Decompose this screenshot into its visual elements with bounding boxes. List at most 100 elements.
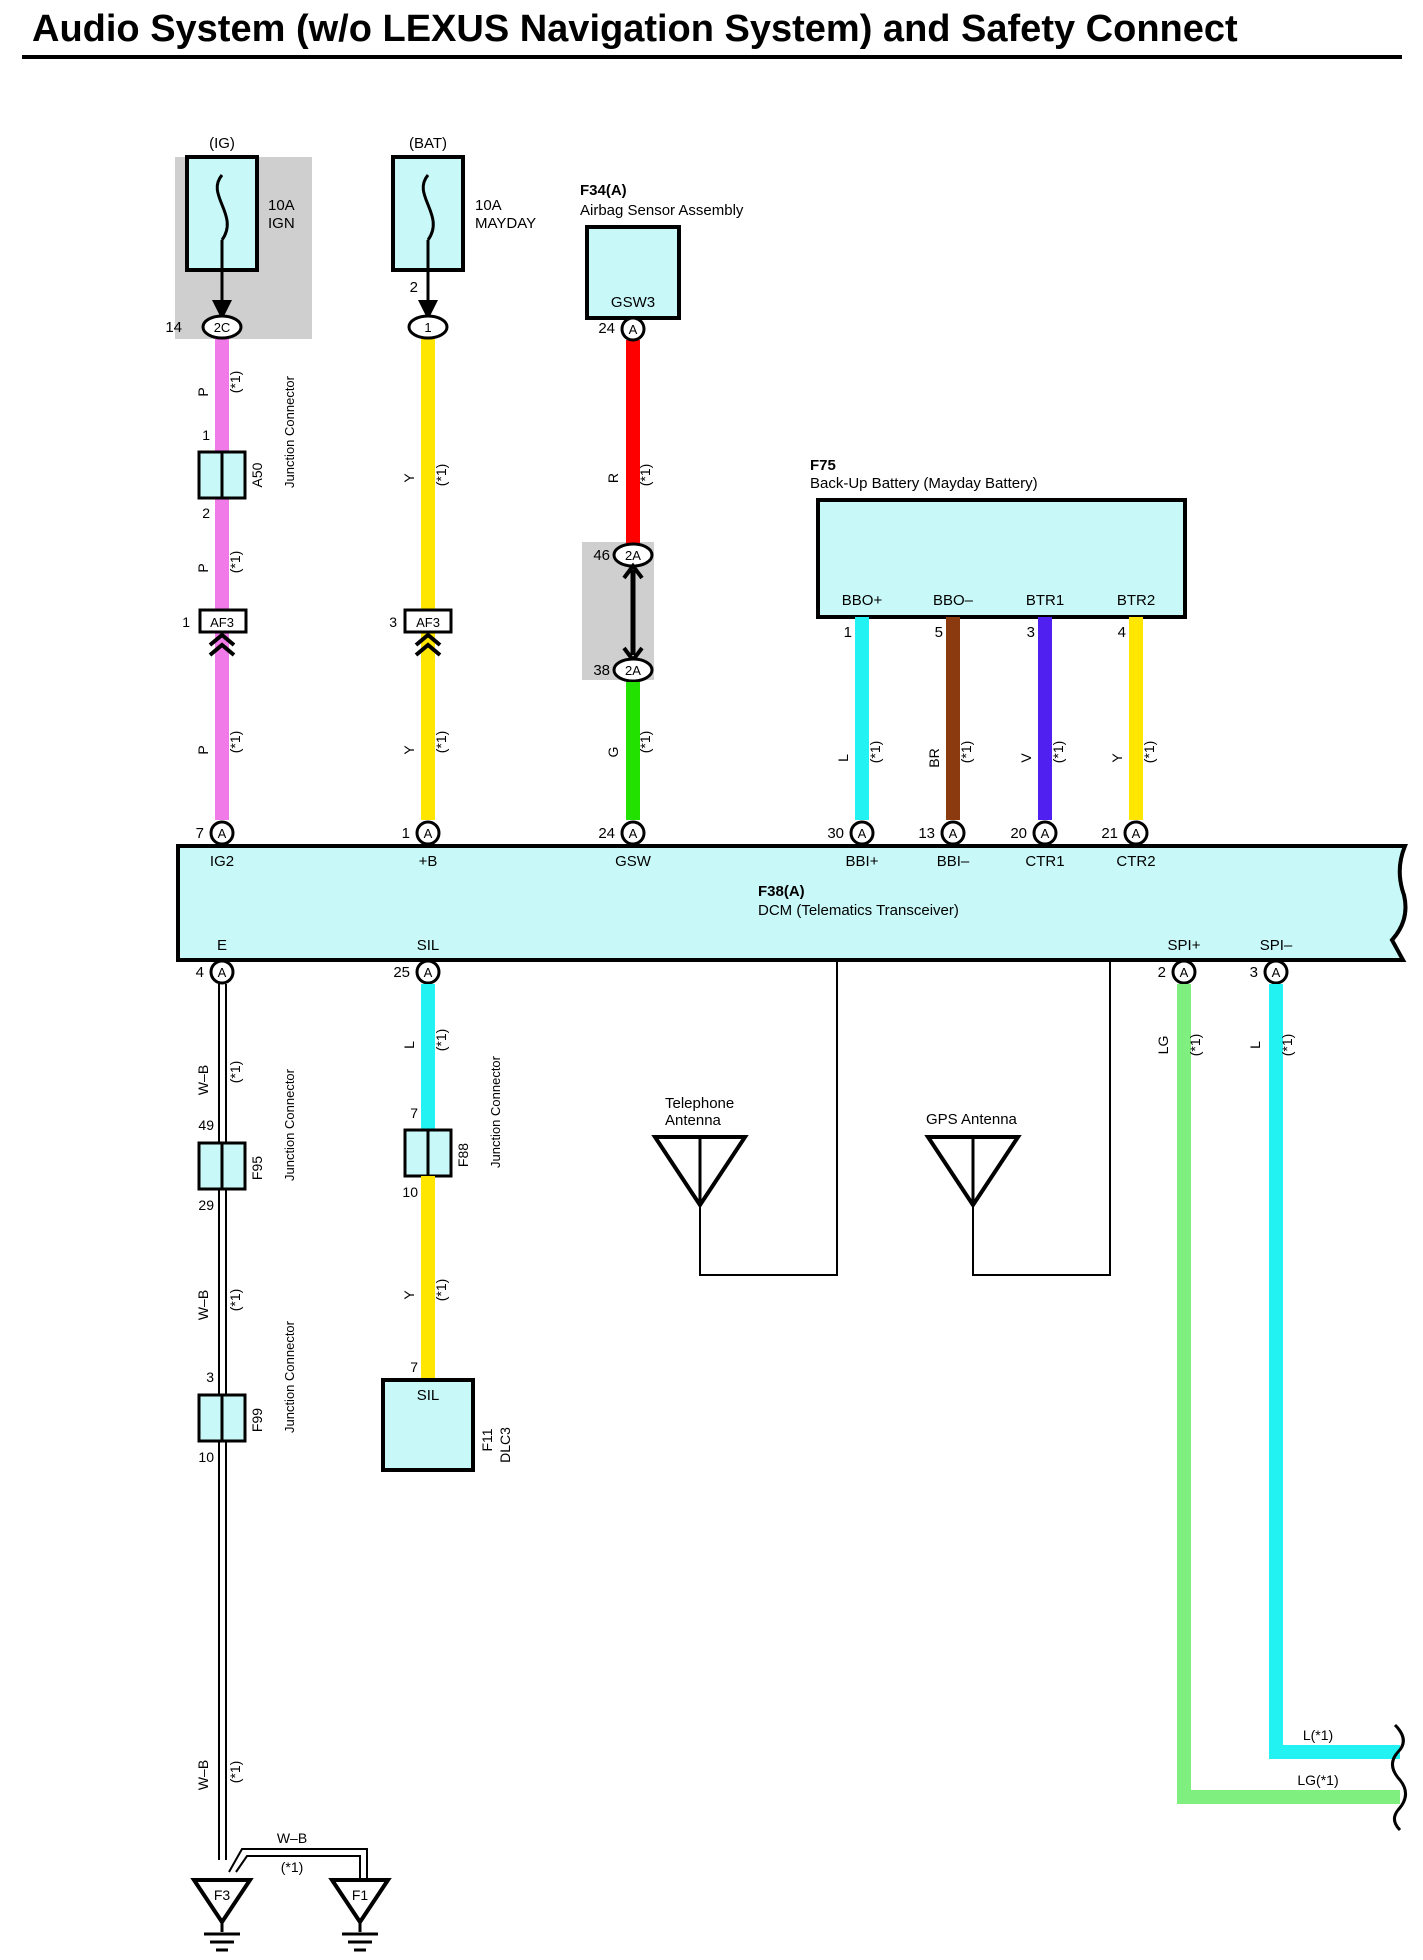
dcm-top-term-6-ring — [1032, 820, 1058, 846]
ground-wire-note: (*1) — [281, 1859, 304, 1875]
airbag-terminal: GSW3 — [611, 294, 655, 311]
dcm-top-term-7-label: A — [1132, 826, 1141, 841]
dcm-bottom-pin-1: 4 — [196, 964, 204, 981]
dcm-top-terminal-4: BBI+ — [846, 853, 879, 870]
dcm-top-term-4-ring — [849, 820, 875, 846]
wb-label-2: W–B — [195, 1290, 211, 1320]
f11-code: F11 — [479, 1428, 495, 1451]
battery-pin-1: 1 — [844, 624, 852, 641]
title-underline — [22, 55, 1402, 59]
bat-source-label: (BAT) — [409, 135, 447, 152]
wb-note-3: (*1) — [227, 1761, 243, 1784]
spi-minus-wire — [1269, 984, 1400, 1759]
af3-p-chevron — [208, 632, 236, 657]
battery-code: F75 — [810, 457, 836, 474]
telephone-antenna-label-2: Antenna — [665, 1112, 722, 1129]
ig-fuse-arrow — [212, 300, 232, 320]
dcm-top-term-1-label: A — [218, 826, 227, 841]
battery-terminal-4: BTR2 — [1117, 592, 1155, 609]
dcm-top-terminal-1: IG2 — [210, 853, 234, 870]
f95-code: F95 — [249, 1156, 265, 1180]
yellow-note-2: (*1) — [433, 731, 449, 754]
ig-fuse-name: IGN — [268, 215, 295, 232]
f11-name: DLC3 — [497, 1427, 513, 1463]
bat-conn-1-oval — [407, 314, 449, 340]
bat-pin-top: 2 — [410, 279, 418, 296]
page-title: Audio System (w/o LEXUS Navigation Syste… — [32, 8, 1238, 50]
dcm-bottom-terminal-1: E — [217, 937, 227, 954]
wb-label-3: W–B — [195, 1760, 211, 1790]
wb-note-2: (*1) — [227, 1289, 243, 1312]
battery-pin-3: 3 — [1027, 624, 1035, 641]
airbag-pin: 24 — [598, 320, 615, 337]
dcm-top-term-5-ring — [940, 820, 966, 846]
conn-2a-pin-top: 46 — [593, 547, 610, 564]
f11-pin: 7 — [410, 1359, 418, 1375]
battery-name: Back-Up Battery (Mayday Battery) — [810, 475, 1038, 492]
sil-y-note: (*1) — [433, 1279, 449, 1302]
pink-label-3: P — [195, 745, 211, 754]
af3-y-pin: 3 — [389, 614, 397, 630]
dcm-top-term-5-label: A — [949, 826, 958, 841]
battery-pin-4: 4 — [1118, 624, 1126, 641]
battery-wire-label-4: Y — [1109, 753, 1125, 763]
dcm-bottom-term-3-ring — [1171, 959, 1197, 985]
pink-note-3: (*1) — [227, 731, 243, 754]
continuation-lg-label: LG(*1) — [1297, 1772, 1338, 1788]
battery-terminal-2: BBO– — [933, 592, 974, 609]
yellow-label-1: Y — [401, 473, 417, 483]
ig-source-label: (IG) — [209, 135, 235, 152]
spi-plus-wire — [1177, 984, 1400, 1804]
wb-label-1: W–B — [195, 1065, 211, 1095]
red-note: (*1) — [637, 464, 653, 487]
ground-f3-triangle — [190, 1878, 254, 1926]
dlc3-box — [381, 1378, 475, 1472]
dcm-bottom-pin-2: 25 — [393, 964, 410, 981]
af3-y-label: AF3 — [416, 615, 440, 630]
battery-wire-note-3: (*1) — [1050, 741, 1066, 764]
ig-pin-label: 14 — [165, 319, 182, 336]
dcm-top-term-6-label: A — [1041, 826, 1050, 841]
telephone-antenna-wire — [699, 960, 838, 1276]
battery-terminal-3: BTR1 — [1026, 592, 1064, 609]
pink-label-1: P — [195, 387, 211, 396]
wb-branch-outer — [228, 1848, 368, 1880]
dcm-top-term-1-ring — [209, 820, 235, 846]
gps-antenna-label: GPS Antenna — [926, 1111, 1018, 1128]
ground-wire-label: W–B — [277, 1830, 307, 1846]
a50-pin-top: 1 — [202, 427, 210, 443]
af3-p-pin: 1 — [182, 614, 190, 630]
dcm-top-term-3-label: A — [629, 826, 638, 841]
conn-2a-top-label: 2A — [625, 548, 641, 563]
af3-y-chevron — [414, 632, 442, 657]
dcm-bottom-term-2-ring — [415, 959, 441, 985]
battery-wire-label-3: V — [1018, 753, 1034, 763]
bat-fuse-icon — [421, 174, 435, 241]
dcm-bottom-term-3-label: A — [1180, 965, 1189, 980]
dcm-bottom-term-4-ring — [1263, 959, 1289, 985]
conn-2a-bottom-label: 2A — [625, 663, 641, 678]
af3-p-label: AF3 — [210, 615, 234, 630]
dcm-box — [176, 844, 1408, 962]
conn-2a-bottom-oval — [612, 657, 654, 683]
yellow-label-2: Y — [401, 745, 417, 755]
f88-code: F88 — [455, 1143, 471, 1167]
ground-f1-triangle — [328, 1878, 392, 1926]
telephone-antenna-label-1: Telephone — [665, 1095, 734, 1112]
green-label: G — [605, 747, 621, 758]
dcm-top-term-2-label: A — [424, 826, 433, 841]
battery-wire-note-2: (*1) — [958, 741, 974, 764]
battery-wire-label-2: BR — [926, 748, 942, 767]
dcm-bottom-term-4-label: A — [1272, 965, 1281, 980]
dcm-top-pin-5: 13 — [918, 825, 935, 842]
f88-pin-top: 7 — [410, 1105, 418, 1121]
ig-conn-2c-oval — [201, 314, 243, 340]
dcm-bottom-term-1-ring — [209, 959, 235, 985]
battery-box — [816, 498, 1187, 619]
spi-plus-label: LG — [1155, 1036, 1171, 1055]
af3-p-box — [198, 608, 248, 634]
pink-label-2: P — [195, 563, 211, 572]
dcm-top-term-3-ring — [620, 820, 646, 846]
pink-note-1: (*1) — [227, 371, 243, 394]
